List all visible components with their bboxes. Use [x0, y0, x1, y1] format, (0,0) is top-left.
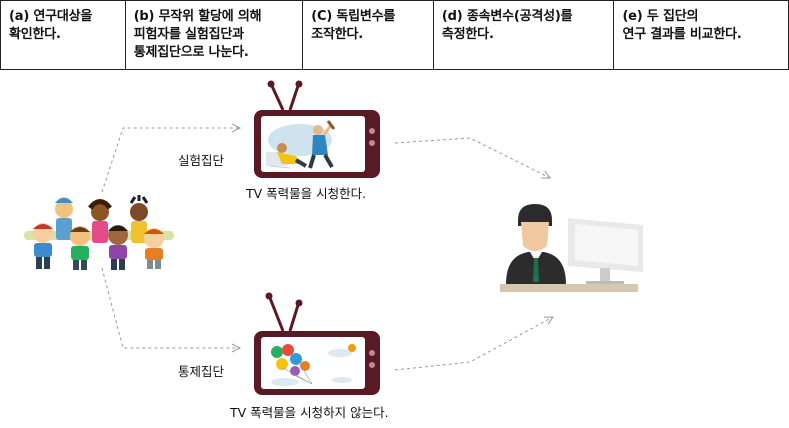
- arrow-experimental-to-researcher: [394, 137, 550, 178]
- step-a: (a) 연구대상을 확인한다.: [1, 1, 126, 69]
- flow-arrows: [101, 128, 553, 371]
- step-c: (C) 독립변수를 조작한다.: [303, 1, 434, 69]
- fighting-scene-icon: [266, 120, 336, 169]
- researcher-illustration: [500, 204, 643, 292]
- experimental-tv: [254, 80, 380, 178]
- process-steps-table: (a) 연구대상을 확인한다. (b) 무작위 할당에 의해 피험자를 실험집단…: [0, 0, 789, 70]
- step-d: (d) 종속변수(공격성)를 측정한다.: [434, 1, 615, 69]
- experimental-group-caption: TV 폭력물을 시청한다.: [246, 186, 367, 201]
- experimental-group-label: 실험집단: [178, 153, 225, 168]
- arrow-control-to-researcher: [394, 317, 553, 371]
- control-group-label: 통제집단: [178, 364, 225, 379]
- children-group-illustration: [24, 195, 174, 270]
- arrow-to-control: [101, 267, 240, 348]
- control-tv: [254, 292, 380, 395]
- control-group-caption: TV 폭력물을 시청하지 않는다.: [230, 405, 389, 420]
- step-b: (b) 무작위 할당에 의해 피험자를 실험집단과 통제집단으로 나눈다.: [126, 1, 304, 69]
- balloons-scene-icon: [271, 344, 356, 386]
- arrow-to-experimental: [101, 128, 240, 193]
- step-e: (e) 두 집단의 연구 결과를 비교한다.: [622, 9, 742, 42]
